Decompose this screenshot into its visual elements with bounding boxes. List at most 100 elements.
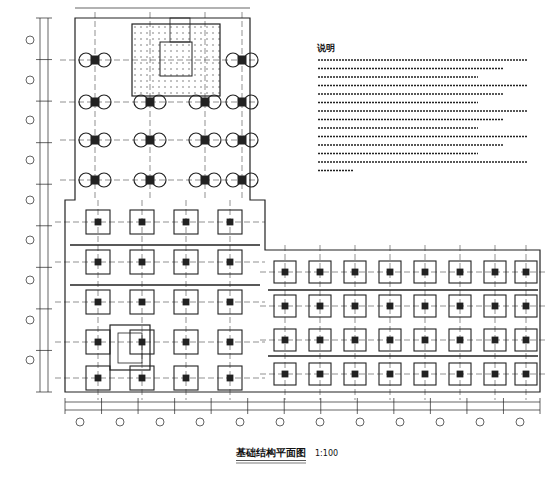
column-section bbox=[227, 339, 233, 345]
note-line bbox=[318, 59, 528, 61]
square-footing bbox=[414, 295, 436, 317]
square-footing bbox=[86, 210, 110, 234]
axis-bubble bbox=[26, 356, 34, 364]
square-footing bbox=[379, 363, 401, 385]
column-section bbox=[139, 299, 145, 305]
square-footing bbox=[484, 295, 506, 317]
axis-bubble bbox=[26, 196, 34, 204]
pit-inner bbox=[118, 333, 142, 363]
square-footing bbox=[344, 329, 366, 351]
square-footing bbox=[379, 295, 401, 317]
dimension-tick bbox=[36, 184, 52, 185]
column-section bbox=[146, 136, 154, 144]
column-section bbox=[282, 337, 288, 343]
column-section bbox=[492, 303, 498, 309]
axis-line bbox=[260, 374, 548, 375]
axis-bubble bbox=[236, 418, 244, 426]
note-text: 说明 bbox=[316, 42, 336, 55]
column-section bbox=[422, 269, 428, 275]
square-footing bbox=[515, 261, 537, 283]
note-line bbox=[318, 85, 528, 87]
axis-bubble bbox=[196, 418, 204, 426]
column-section bbox=[91, 56, 99, 64]
dimension-tick bbox=[36, 18, 52, 19]
column-section bbox=[146, 176, 154, 184]
square-footing bbox=[86, 330, 110, 354]
column-section bbox=[227, 299, 233, 305]
square-footing bbox=[515, 295, 537, 317]
core-opening bbox=[170, 18, 190, 42]
column-section bbox=[457, 371, 463, 377]
column-section bbox=[387, 303, 393, 309]
dimension-tick bbox=[36, 59, 52, 60]
column-section bbox=[422, 303, 428, 309]
column-section bbox=[352, 337, 358, 343]
dimension-line bbox=[75, 8, 250, 9]
axis-bubble bbox=[26, 76, 34, 84]
column-section bbox=[317, 269, 323, 275]
dimension-tick bbox=[357, 398, 358, 414]
square-footing bbox=[130, 290, 154, 314]
column-section bbox=[422, 337, 428, 343]
square-footing bbox=[174, 330, 198, 354]
column-section bbox=[201, 176, 209, 184]
column-section bbox=[95, 339, 101, 345]
column-section bbox=[201, 136, 209, 144]
column-section bbox=[523, 337, 529, 343]
dimension-tick bbox=[503, 398, 504, 414]
square-footing bbox=[379, 329, 401, 351]
dimension-tick bbox=[284, 398, 285, 414]
column-section bbox=[95, 299, 101, 305]
column-section bbox=[457, 269, 463, 275]
column-section bbox=[422, 371, 428, 377]
column-section bbox=[523, 371, 529, 377]
dimension-tick bbox=[36, 225, 52, 226]
square-footing bbox=[218, 366, 242, 390]
pit-outline bbox=[110, 325, 150, 370]
axis-bubble bbox=[436, 418, 444, 426]
column-section bbox=[457, 337, 463, 343]
note-line bbox=[318, 170, 353, 172]
column-section bbox=[201, 98, 209, 106]
square-footing bbox=[344, 261, 366, 283]
square-footing bbox=[218, 210, 242, 234]
column-section bbox=[238, 56, 246, 64]
column-section bbox=[238, 136, 246, 144]
column-section bbox=[317, 371, 323, 377]
square-footing bbox=[218, 250, 242, 274]
column-section bbox=[238, 176, 246, 184]
column-section bbox=[183, 375, 189, 381]
drawing-title: 基础结构平面图 bbox=[235, 446, 307, 460]
column-section bbox=[352, 371, 358, 377]
square-footing bbox=[274, 261, 296, 283]
column-section bbox=[387, 269, 393, 275]
axis-bubble bbox=[26, 236, 34, 244]
axis-bubble bbox=[26, 36, 34, 44]
column-section bbox=[523, 269, 529, 275]
axis-bubble bbox=[76, 418, 84, 426]
axis-bubble bbox=[276, 418, 284, 426]
core-pit bbox=[160, 42, 192, 76]
square-footing bbox=[515, 329, 537, 351]
axis-bubble bbox=[26, 156, 34, 164]
column-section bbox=[282, 371, 288, 377]
axis-bubble bbox=[316, 418, 324, 426]
column-section bbox=[139, 259, 145, 265]
column-section bbox=[139, 375, 145, 381]
square-footing bbox=[86, 290, 110, 314]
dimension-tick bbox=[320, 398, 321, 414]
dimension-tick bbox=[138, 398, 139, 414]
note-line bbox=[318, 119, 503, 121]
axis-bubble bbox=[116, 418, 124, 426]
note-line bbox=[318, 68, 503, 70]
column-section bbox=[91, 136, 99, 144]
note-line bbox=[318, 153, 478, 155]
square-footing bbox=[274, 295, 296, 317]
note-line bbox=[318, 161, 528, 163]
column-section bbox=[492, 337, 498, 343]
axis-line bbox=[260, 340, 548, 341]
column-section bbox=[492, 269, 498, 275]
column-section bbox=[95, 375, 101, 381]
square-footing bbox=[379, 261, 401, 283]
